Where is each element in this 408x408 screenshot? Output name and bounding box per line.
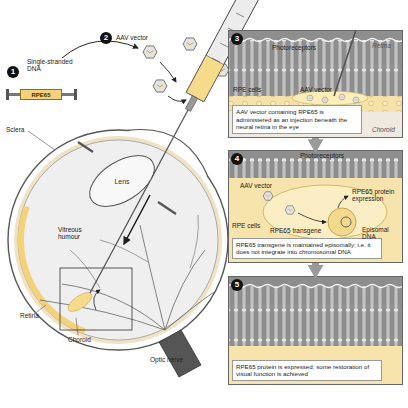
- syringe-fluid: [186, 55, 224, 101]
- part-label: Choroid: [372, 126, 395, 133]
- part-label: Single-stranded DNA: [27, 58, 75, 73]
- photoreceptor-layer: [228, 276, 403, 346]
- part-label: Choroid: [68, 336, 91, 343]
- inner-membrane: [228, 39, 403, 42]
- blood-vessel: [165, 292, 214, 330]
- inner-membrane: [228, 285, 403, 288]
- flow-arrow: [94, 290, 100, 310]
- dna-end-cap: [74, 89, 77, 100]
- cell-nucleus: [328, 208, 356, 236]
- blood-vessel: [140, 225, 165, 330]
- part-label: Vitreous humour: [58, 226, 98, 241]
- aav-particle: [153, 80, 167, 92]
- part-label: Episomal DNA: [362, 226, 400, 241]
- lens-outline: [81, 145, 163, 217]
- syringe-tick: [220, 43, 228, 47]
- callout-number: 2: [100, 32, 112, 44]
- choroid-band: [228, 30, 403, 138]
- step-caption: RPE65 protein is expressed; some restora…: [232, 360, 382, 381]
- part-label: AAV vector: [116, 34, 148, 41]
- aav-particle: [339, 94, 345, 99]
- node-text: RPE65: [31, 92, 50, 98]
- callout-number: 4: [231, 153, 243, 165]
- blood-vessel: [62, 284, 165, 330]
- callout-number: 1: [7, 66, 19, 78]
- aav-particle: [263, 192, 273, 200]
- node-text: Lens: [114, 178, 129, 185]
- part-label: RPE cells: [232, 222, 260, 229]
- rpe-layer: [228, 276, 403, 385]
- part-label: Retina: [372, 42, 391, 49]
- flow-arrow: [312, 263, 319, 271]
- blood-vessel: [40, 300, 165, 330]
- episomal-dna: [341, 217, 351, 227]
- step-caption: RPE65 transgene is maintained episomally…: [232, 238, 382, 259]
- aav-particle: [307, 95, 313, 100]
- lens-shape: Lens: [82, 155, 162, 207]
- leader-line: [76, 318, 78, 335]
- ciliary-body: [78, 142, 93, 152]
- ciliary-body: [158, 202, 176, 214]
- blood-vessel: [190, 215, 198, 268]
- step-panel: RPE65 transgene is maintained episomally…: [228, 150, 403, 263]
- rpe-layer: [228, 150, 403, 263]
- gene-box: RPE65: [20, 89, 62, 100]
- syringe-tick: [236, 13, 244, 17]
- photoreceptor-layer: [228, 150, 403, 178]
- callout-number: 3: [231, 33, 243, 45]
- photoreceptor-layer: [228, 30, 403, 98]
- dna-end-cap: [6, 89, 9, 100]
- syringe-tick: [212, 58, 220, 62]
- aav-particle: [285, 206, 295, 214]
- part-label: Sclera: [6, 126, 24, 133]
- part-label: RPE65 transgene: [270, 227, 321, 234]
- flow-arrow: [338, 196, 348, 208]
- magnified-region: [60, 268, 132, 330]
- flow-arrow: [312, 138, 319, 145]
- aav-particle: [183, 38, 197, 50]
- needle: [334, 30, 356, 96]
- part-label: Photoreceptors: [272, 44, 316, 51]
- flow-arrow: [160, 62, 176, 82]
- flow-arrow: [168, 96, 186, 101]
- part-label: Photoreceptors: [300, 152, 344, 159]
- part-label: AAV vector: [300, 86, 332, 93]
- photoreceptor-rods: [228, 40, 403, 96]
- flow-arrow: [62, 41, 138, 58]
- photoreceptor-rods: [228, 158, 403, 178]
- callout-number: 5: [231, 279, 243, 291]
- aav-particle: [353, 97, 359, 102]
- retina-highlight: [21, 207, 85, 331]
- direction-arrow: [124, 195, 150, 244]
- step-caption: AAV vector containing RPE65 is administe…: [232, 105, 362, 134]
- blood-vessel: [165, 250, 205, 330]
- optic-nerve: [159, 330, 201, 377]
- part-label: Retina: [20, 312, 39, 319]
- subretinal-bleb: [292, 91, 368, 105]
- syringe-hub: [185, 96, 197, 112]
- leader-line: [28, 131, 55, 150]
- aav-particle: [322, 97, 328, 102]
- aav-particle: [143, 46, 157, 58]
- part-label: Optic nerve: [150, 356, 183, 363]
- leader-line: [168, 350, 178, 355]
- photoreceptor-rods: [228, 286, 403, 346]
- step-panel: RPE65 protein is expressed; some restora…: [228, 276, 403, 385]
- flow-arrow: [298, 213, 326, 222]
- part-label: AAV vector: [240, 182, 272, 189]
- part-label: RPE65 protein expression: [352, 188, 397, 203]
- part-label: RPE cells: [233, 86, 261, 93]
